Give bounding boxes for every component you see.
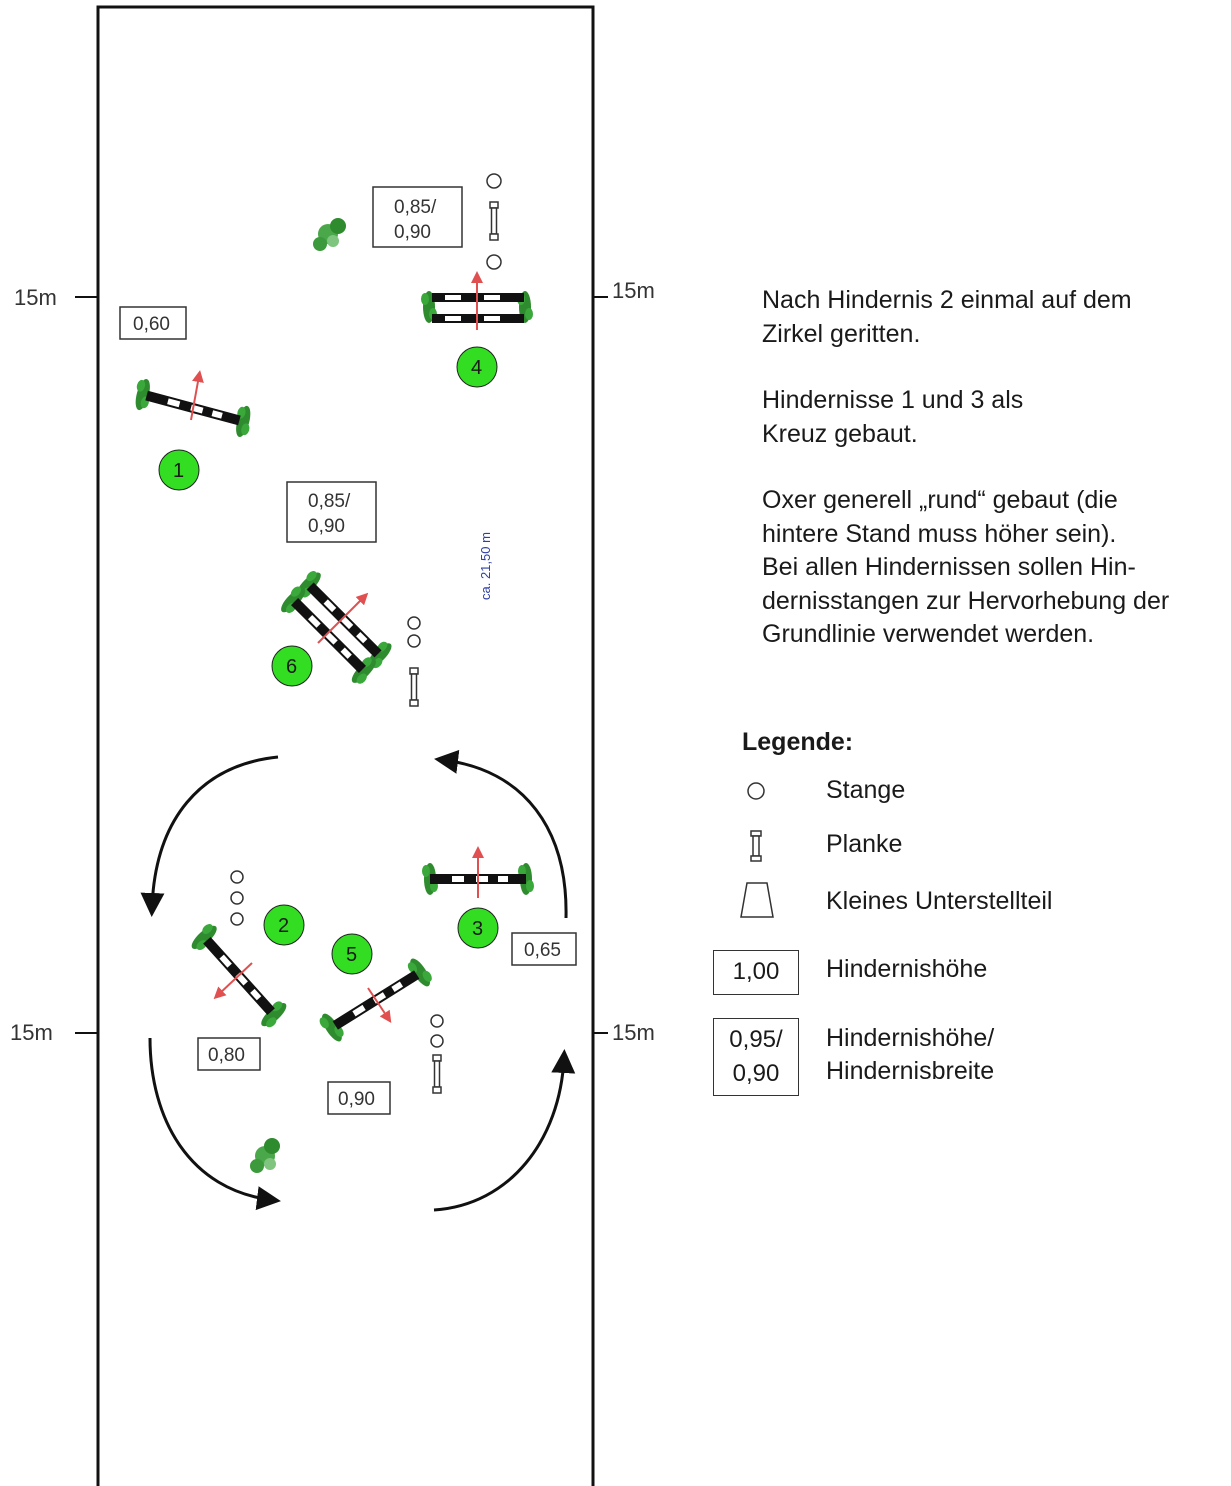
svg-text:0,90: 0,90	[394, 222, 431, 243]
number-badge-2	[263, 904, 305, 946]
stange-icon	[430, 1034, 444, 1048]
legend-height-width-box: 0,95/ 0,90	[713, 1018, 799, 1096]
stange-icon	[230, 870, 244, 884]
stange-icon	[486, 254, 502, 270]
side-mark-left-top: 15m	[14, 285, 57, 310]
height-box-1	[119, 306, 187, 340]
svg-text:0,65: 0,65	[524, 940, 561, 961]
plank-icon	[489, 201, 499, 241]
obstacle-6: 0,85/ 0,90 6	[271, 481, 421, 707]
arrow-top-right	[434, 749, 568, 919]
stange-icon	[486, 173, 502, 189]
height-box-6	[286, 481, 377, 543]
svg-text:4: 4	[471, 357, 482, 379]
obstacle-1: 0,60 1	[119, 306, 256, 491]
number-badge-4	[456, 346, 498, 388]
height-box-2	[197, 1037, 261, 1071]
notes: Nach Hindernis 2 einmal auf dem Zirkel g…	[762, 284, 1227, 652]
side-mark-right-top: 15m	[612, 278, 655, 303]
svg-text:0,90: 0,90	[338, 1089, 375, 1110]
bush-icon	[313, 218, 346, 251]
distance-label: ca. 21,50 m	[478, 532, 493, 600]
svg-text:0,60: 0,60	[133, 314, 170, 335]
note-3: Oxer generell „rund“ gebaut (die hintere…	[762, 486, 1118, 548]
obstacle-2: 2 0,80	[186, 870, 305, 1071]
obstacle-3: 3 0,65	[422, 846, 577, 966]
legend-box-line2: 0,90	[732, 1060, 780, 1087]
legend-height-box: 1,00	[713, 950, 799, 995]
bush-icon	[250, 1138, 280, 1173]
number-badge-5	[331, 933, 373, 975]
legend-label-hoehe-breite: Hindernishöhe/ Hindernisbreite	[826, 1022, 994, 1088]
plank-icon	[432, 1054, 442, 1094]
legend-label-unterstellteil: Kleines Unterstellteil	[826, 887, 1053, 915]
legend-box-line1: 0,95/	[729, 1026, 783, 1053]
arrow-bottom-left	[148, 1037, 281, 1211]
arena-outline	[96, 5, 595, 1486]
stange-icon	[407, 616, 421, 630]
note-1: Nach Hindernis 2 einmal auf dem Zirkel g…	[762, 286, 1132, 348]
note-4: Bei allen Hindernissen sollen Hin- derni…	[762, 553, 1170, 648]
svg-text:2: 2	[278, 915, 289, 937]
arrow-top-left	[140, 755, 279, 917]
legend-label-line1: Hindernishöhe/	[826, 1024, 995, 1052]
side-mark-left-bottom: 15m	[10, 1020, 53, 1045]
stange-icon	[430, 1014, 444, 1028]
side-mark-right-bottom: 15m	[612, 1020, 655, 1045]
legend-label-hoehe: Hindernishöhe	[826, 955, 988, 983]
plank-icon	[409, 667, 419, 707]
svg-text:6: 6	[286, 656, 297, 678]
stange-icon	[407, 634, 421, 648]
legend-label-planke: Planke	[826, 830, 903, 858]
svg-text:0,85/: 0,85/	[308, 491, 351, 512]
number-badge-6	[271, 645, 313, 687]
arena-diagram: 15m 15m 15m 15m ca. 21,50 m 0,85/ 0,90 4	[10, 5, 655, 1486]
legend-label-line2: Hindernisbreite	[826, 1057, 995, 1085]
svg-text:0,80: 0,80	[208, 1045, 245, 1066]
stange-icon	[230, 912, 244, 926]
trapezoid-icon	[740, 882, 774, 918]
height-box-4	[372, 186, 463, 248]
height-box-3	[511, 932, 577, 966]
obstacle-5: 5 0,90	[316, 933, 444, 1115]
note-2: Hindernisse 1 und 3 als Kreuz gebaut.	[762, 386, 1024, 448]
circle-icon	[747, 782, 765, 800]
legend-label-stange: Stange	[826, 776, 906, 804]
number-badge-1	[158, 449, 200, 491]
obstacle-4: 0,85/ 0,90 4	[372, 173, 533, 388]
legend-icons	[740, 782, 774, 918]
legend-title: Legende:	[742, 728, 854, 756]
svg-text:1: 1	[173, 460, 184, 482]
number-badge-3	[457, 907, 499, 949]
svg-text:0,90: 0,90	[308, 516, 345, 537]
plank-icon	[750, 830, 762, 862]
height-box-5	[327, 1081, 391, 1115]
svg-text:3: 3	[472, 918, 483, 940]
stange-icon	[230, 891, 244, 905]
arrow-bottom-right	[433, 1049, 576, 1212]
svg-text:5: 5	[346, 944, 357, 966]
svg-text:0,85/: 0,85/	[394, 197, 437, 218]
